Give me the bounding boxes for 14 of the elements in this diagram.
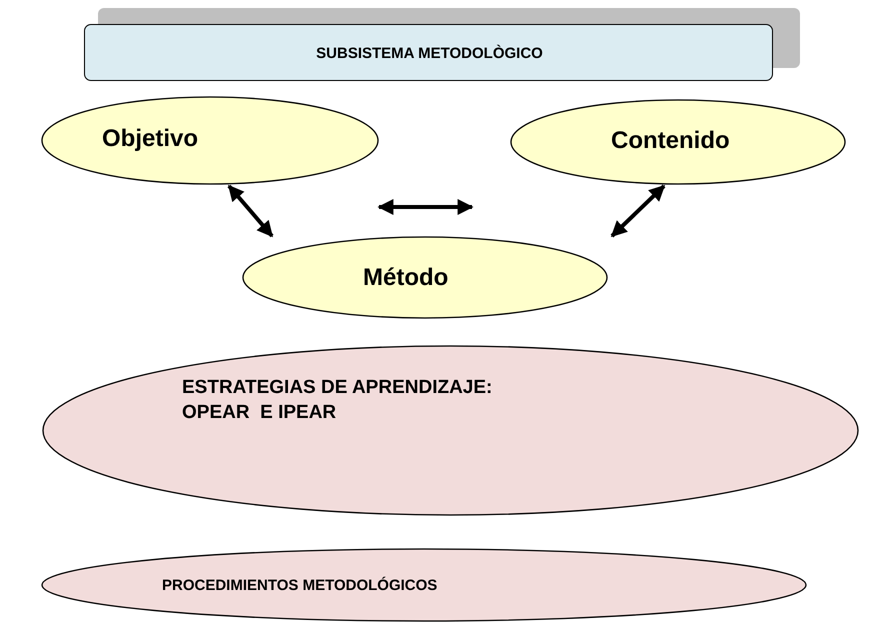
- node-label: Contenido: [611, 126, 731, 156]
- method-ellipse: [243, 237, 607, 318]
- title-box: [84, 24, 773, 81]
- double-arrow: [610, 184, 666, 238]
- node-label: PROCEDIMIENTOS METODOLÓGICOS: [162, 576, 438, 596]
- node-label: Objetivo: [102, 124, 200, 154]
- node-label: ESTRATEGIAS DE APRENDIZAJE: OPEAR E IPEAR: [182, 376, 494, 425]
- strategies-ellipse: [43, 346, 858, 515]
- node-label: Método: [363, 263, 450, 293]
- procedures-ellipse: [42, 549, 806, 621]
- node-label: SUBSISTEMA METODOLÒGICO: [315, 44, 544, 64]
- double-arrow: [227, 184, 274, 238]
- content-ellipse: [511, 100, 845, 184]
- objective-ellipse: [42, 97, 378, 184]
